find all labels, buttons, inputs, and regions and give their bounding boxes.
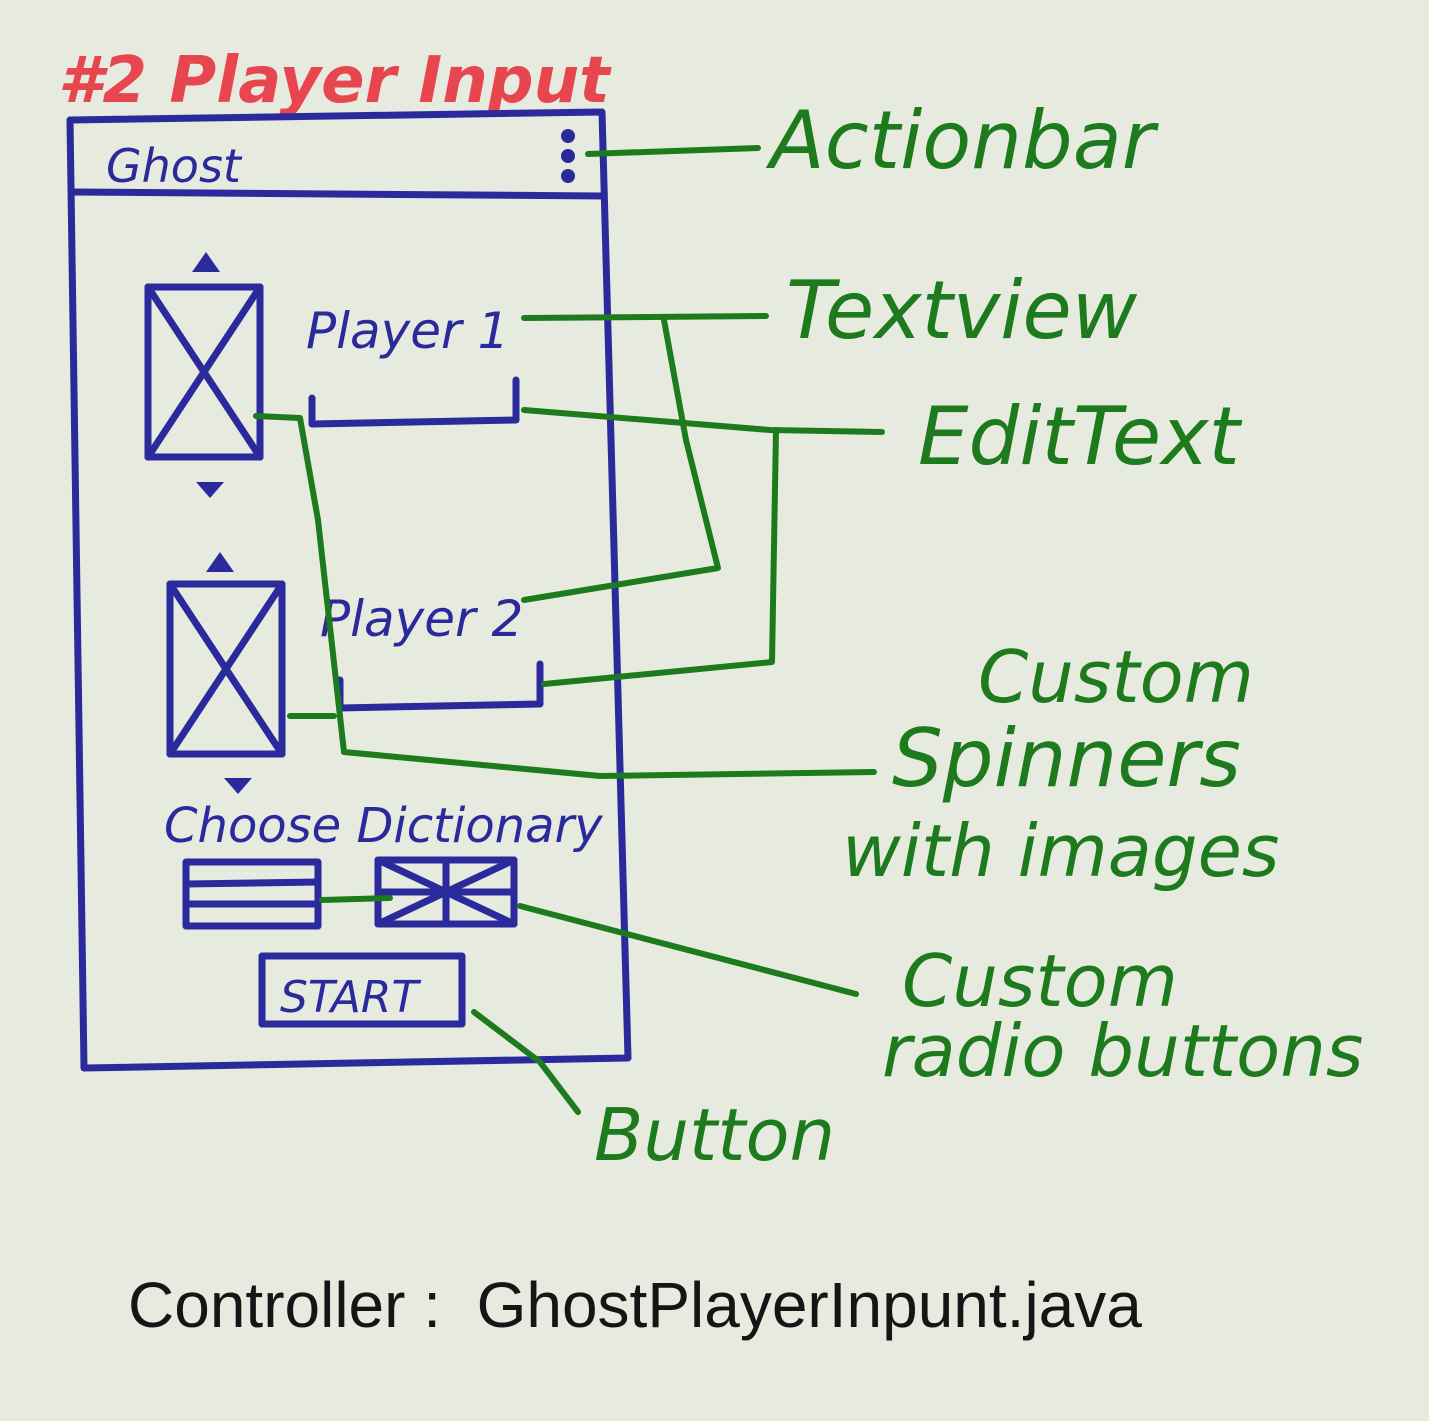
player2-avatar-spinner[interactable] [166, 552, 286, 794]
annotation-spinners-line1: Custom [978, 635, 1254, 719]
overflow-menu-icon[interactable] [561, 129, 575, 183]
annotation-radio-line1: Custom [902, 939, 1178, 1023]
player1-name-field[interactable] [308, 376, 520, 428]
player2-name-field[interactable] [336, 660, 544, 712]
spinner-up-arrow-icon [206, 552, 234, 572]
spinner-down-arrow-icon [196, 482, 224, 498]
annotation-lines [253, 145, 885, 1115]
controller-caption: Controller : GhostPlayerInpunt.java [128, 1269, 1142, 1341]
annotation-button: Button [594, 1093, 835, 1177]
diagram-title: #2 Player Input [58, 44, 612, 118]
spinner-up-arrow-icon [192, 252, 220, 272]
annotation-spinners-line3: with images [842, 809, 1279, 893]
annotation-spinners-line2: Spinners [892, 712, 1241, 805]
player1-avatar-spinner[interactable] [144, 252, 264, 498]
spinner-down-arrow-icon [224, 778, 252, 794]
annotation-textview: Textview [786, 264, 1138, 357]
dictionary-label: Choose Dictionary [164, 798, 603, 854]
player2-label: Player 2 [320, 590, 523, 648]
annotation-actionbar: Actionbar [765, 94, 1160, 187]
player1-label: Player 1 [306, 302, 509, 360]
start-button-label: START [280, 972, 421, 1023]
actionbar-title: Ghost [106, 139, 243, 193]
dictionary-radio-option-2[interactable] [374, 856, 518, 928]
dictionary-radio-option-1[interactable] [182, 858, 322, 930]
annotation-edittext: EditText [918, 390, 1242, 483]
annotation-radio-line2: radio buttons [882, 1009, 1363, 1093]
start-button[interactable]: START [258, 952, 466, 1028]
phone-frame [66, 108, 632, 1072]
